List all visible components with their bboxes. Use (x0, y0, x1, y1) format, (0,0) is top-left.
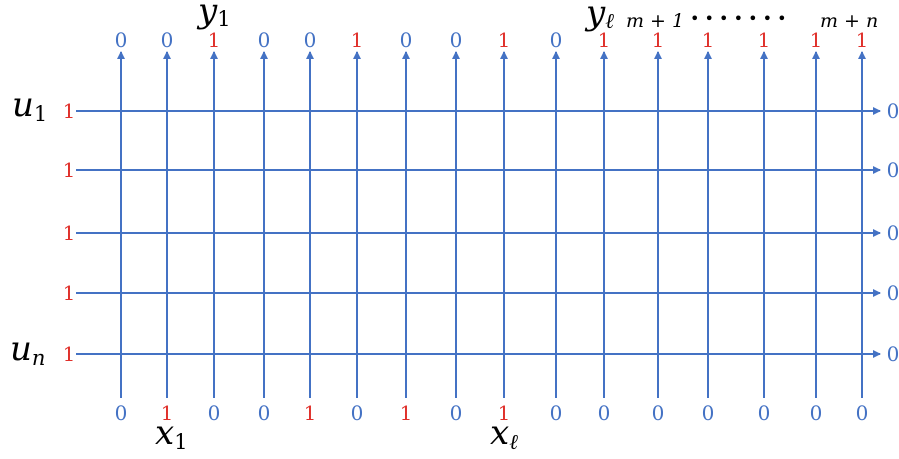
top-bit: 1 (810, 28, 823, 52)
bottom-bit: 1 (498, 401, 511, 425)
bottom-bit: 0 (550, 401, 563, 425)
top-bit: 0 (450, 28, 463, 52)
bottom-bit: 0 (652, 401, 665, 425)
label-un: un (10, 329, 45, 370)
top-bit: 0 (258, 28, 271, 52)
label-y1: y1 (196, 0, 231, 31)
bottom-bit: 0 (208, 401, 221, 425)
bottom-bit: 0 (115, 401, 128, 425)
top-bit: 1 (702, 28, 715, 52)
top-bit: 1 (598, 28, 611, 52)
right-bit: 0 (887, 342, 899, 366)
bottom-bit: 0 (856, 401, 869, 425)
label-u1: u1 (12, 85, 47, 126)
right-bit: 0 (887, 221, 899, 245)
label-m-plus-1: m + 1 (626, 10, 684, 32)
top-bit: 1 (758, 28, 771, 52)
left-bit: 1 (63, 342, 76, 366)
right-bit: 0 (887, 99, 899, 123)
label-x1: x1 (155, 413, 188, 454)
right-bit: 0 (887, 281, 899, 305)
top-bit: 1 (652, 28, 665, 52)
top-bit: 1 (208, 28, 221, 52)
top-bit: 0 (304, 28, 317, 52)
top-bit: 0 (550, 28, 563, 52)
bottom-bit: 0 (450, 401, 463, 425)
bottom-bit: 0 (258, 401, 271, 425)
bottom-bit: 1 (304, 401, 317, 425)
bottom-bit: 0 (810, 401, 823, 425)
bottom-bit: 1 (400, 401, 413, 425)
left-bit: 1 (63, 99, 76, 123)
bit-labels: 0 0 1 0 0 1 0 0 1 0 1 1 1 1 1 1 0 1 0 0 1 0 1 0 1 0 0 0 0 0 0 0 1 1 1 1 1 0 0 0… (63, 28, 899, 425)
horizontal-lines (76, 107, 881, 358)
left-bit: 1 (63, 281, 76, 305)
top-bit: 1 (351, 28, 364, 52)
bottom-bit: 0 (598, 401, 611, 425)
bottom-bit: 1 (161, 401, 174, 425)
vertical-lines (117, 51, 866, 398)
top-bit: 1 (856, 28, 869, 52)
top-bit: 0 (161, 28, 174, 52)
top-bit: 1 (498, 28, 511, 52)
bottom-bit: 0 (351, 401, 364, 425)
label-xl: xℓ (490, 413, 518, 454)
bottom-bit: 0 (702, 401, 715, 425)
left-bit: 1 (63, 158, 76, 182)
ellipsis-dots: • • • • • • • (690, 9, 787, 28)
bottom-bit: 0 (758, 401, 771, 425)
left-bit: 1 (63, 221, 76, 245)
right-bit: 0 (887, 158, 899, 182)
label-yl: yℓ (584, 0, 614, 33)
top-bit: 0 (400, 28, 413, 52)
label-m-plus-n: m + n (820, 10, 878, 32)
top-bit: 0 (115, 28, 128, 52)
